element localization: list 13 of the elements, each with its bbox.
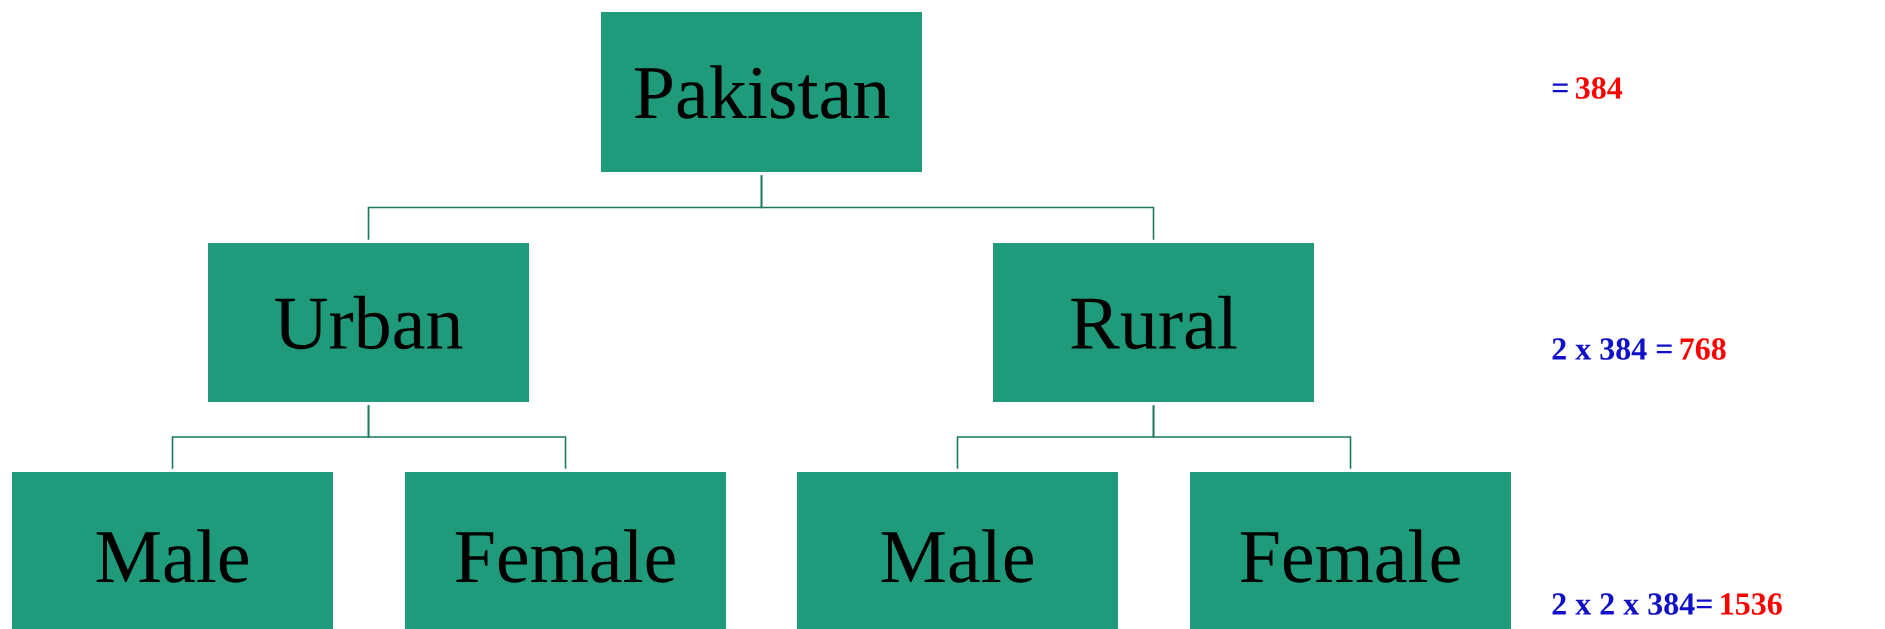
formula-label: 2 x 384 = 768 (1552, 338, 1726, 360)
category-box: Female (1190, 472, 1511, 629)
category-box: Female (405, 472, 726, 629)
category-box: Male (12, 472, 333, 629)
connector-line (367, 404, 567, 470)
connector-line (760, 174, 1155, 241)
formula-label: = 384 (1552, 77, 1623, 99)
category-box: Pakistan (601, 12, 922, 172)
category-box: Male (797, 472, 1118, 629)
category-box: Rural (993, 243, 1314, 402)
formula-label: 2 x 2 x 384= 1536 (1552, 593, 1782, 615)
connector-line (1152, 404, 1352, 470)
category-box: Urban (208, 243, 529, 402)
